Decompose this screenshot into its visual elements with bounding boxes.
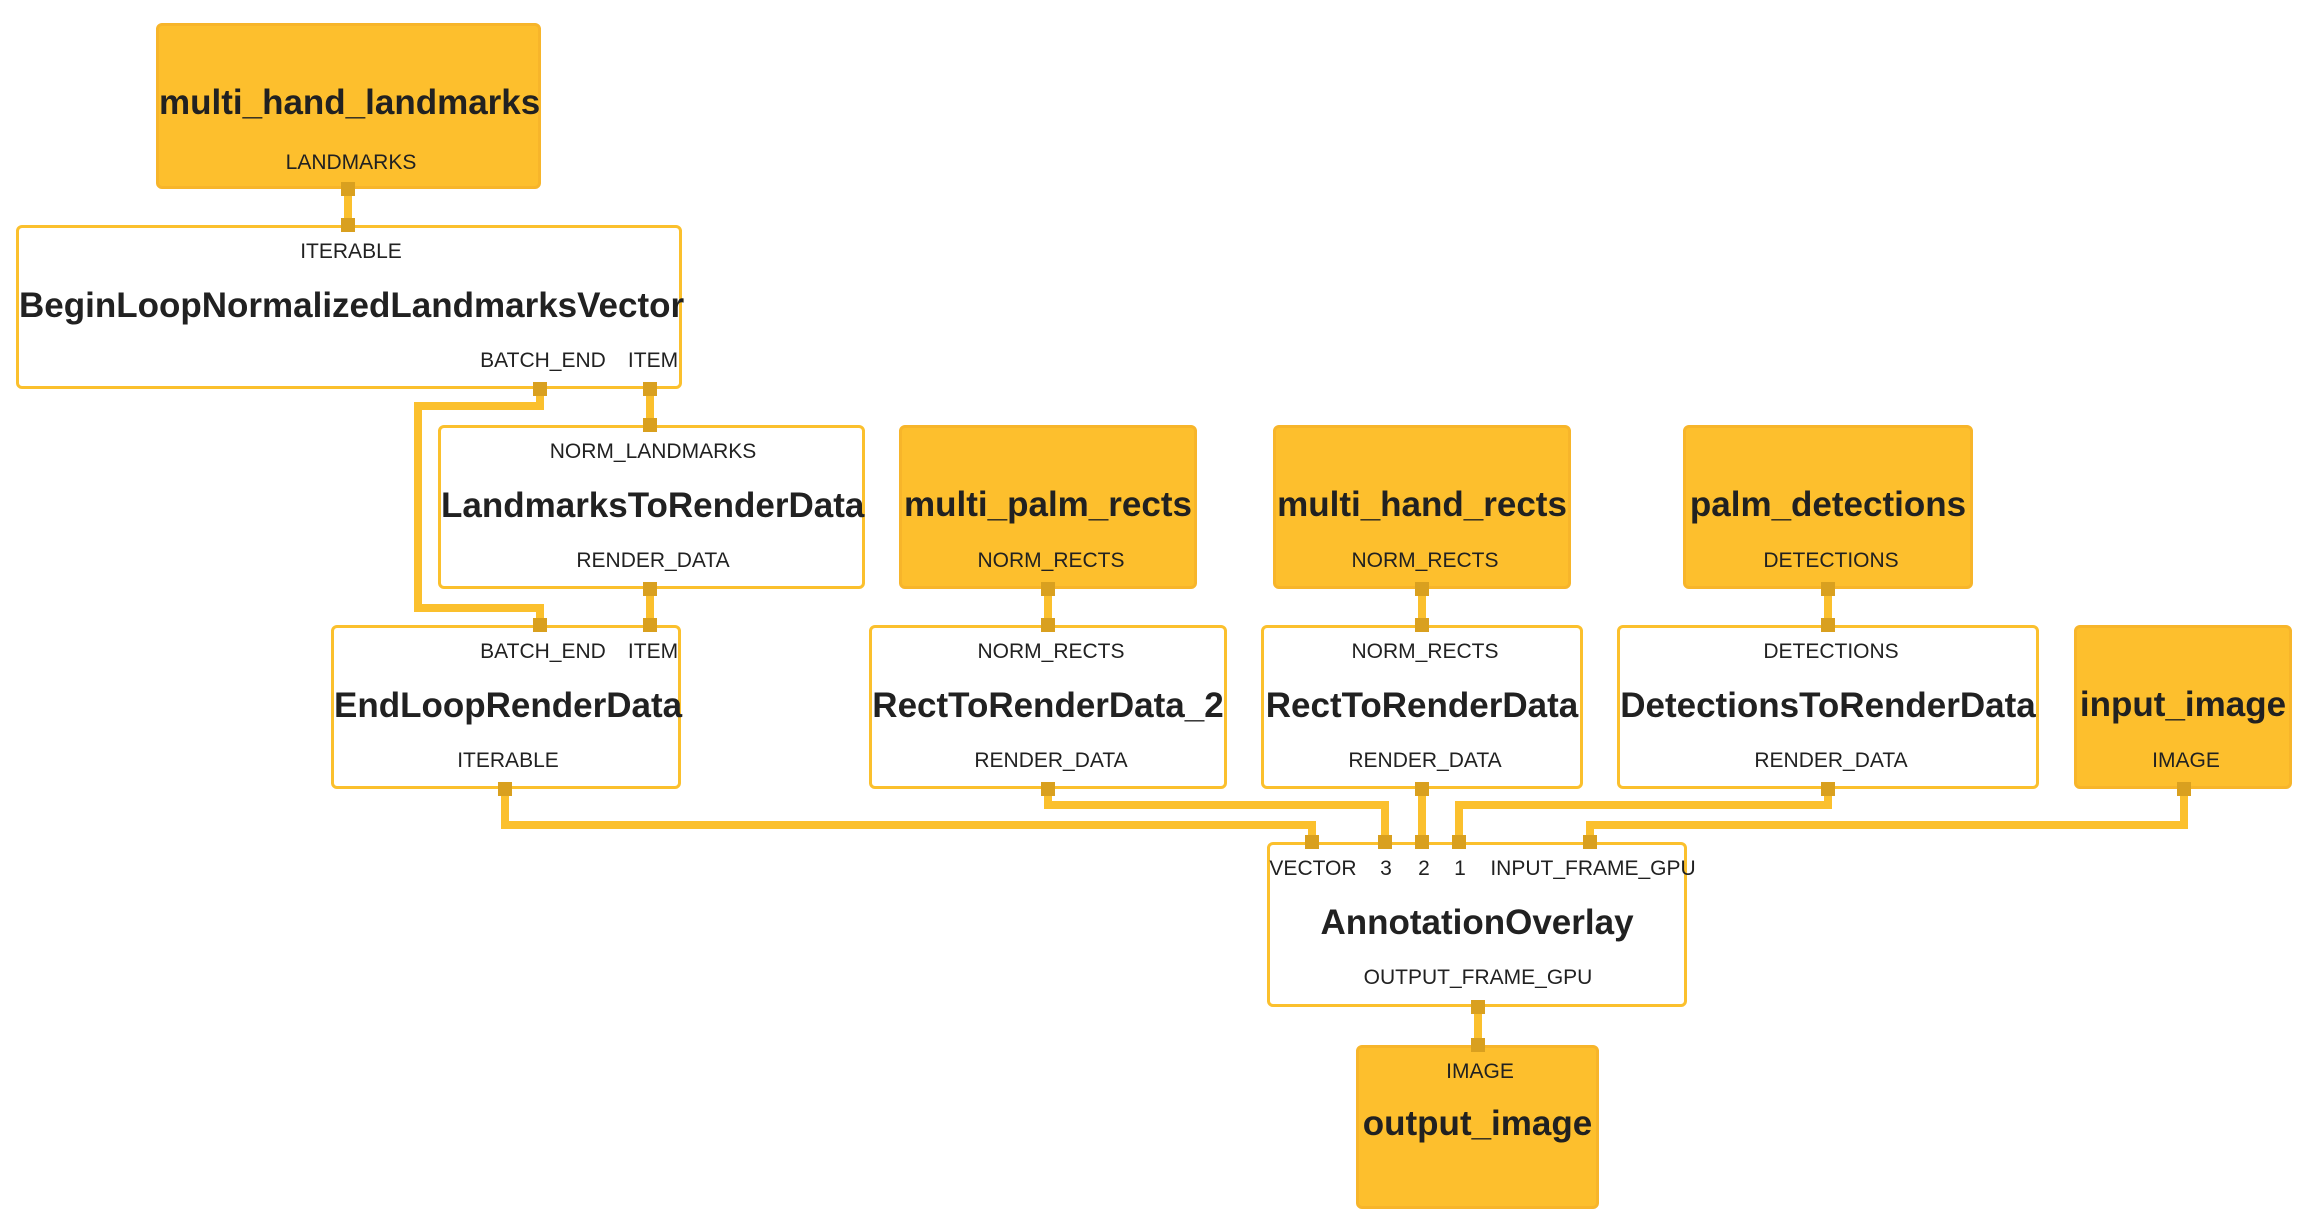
- node-title: BeginLoopNormalizedLandmarksVector: [19, 286, 685, 325]
- port-marker: [1305, 835, 1319, 849]
- node-title: output_image: [1362, 1104, 1593, 1143]
- calculator-landmarks-to-render-data[interactable]: NORM_LANDMARKS LandmarksToRenderData REN…: [438, 425, 865, 589]
- port-marker: [1041, 582, 1055, 596]
- input-port-label: IMAGE: [1446, 1060, 1514, 1083]
- output-port-label: RENDER_DATA: [1348, 749, 1502, 772]
- output-port-label: DETECTIONS: [1763, 549, 1899, 572]
- port-marker: [533, 618, 547, 632]
- port-marker: [1821, 782, 1835, 796]
- input-port-label: INPUT_FRAME_GPU: [1490, 857, 1696, 880]
- port-marker: [341, 182, 355, 196]
- output-port-label: RENDER_DATA: [974, 749, 1128, 772]
- node-title: palm_detections: [1689, 485, 1967, 524]
- input-port-label: NORM_LANDMARKS: [549, 440, 757, 463]
- port-marker: [1471, 1000, 1485, 1014]
- port-marker: [1415, 835, 1429, 849]
- input-port-label: BATCH_END: [480, 640, 606, 663]
- input-port-label: ITEM: [627, 640, 679, 663]
- input-port-label: 3: [1380, 857, 1392, 880]
- calculator-end-loop-render-data[interactable]: BATCH_END ITEM EndLoopRenderData ITERABL…: [331, 625, 683, 789]
- port-marker: [1415, 582, 1429, 596]
- edge-image-to-frame: [1586, 789, 2188, 842]
- port-marker: [533, 382, 547, 396]
- stream-multi-hand-rects[interactable]: multi_hand_rects NORM_RECTS: [1273, 425, 1571, 589]
- output-port-label: LANDMARKS: [285, 151, 417, 174]
- output-port-label: BATCH_END: [480, 349, 606, 372]
- port-marker: [643, 382, 657, 396]
- node-title: AnnotationOverlay: [1320, 903, 1634, 942]
- port-marker: [1415, 618, 1429, 632]
- edge-iterable-to-vector: [501, 789, 1316, 842]
- edge-detections-to-1: [1455, 789, 1832, 842]
- port-marker: [341, 218, 355, 232]
- port-marker: [1415, 782, 1429, 796]
- output-port-label: OUTPUT_FRAME_GPU: [1363, 966, 1593, 989]
- stream-palm-detections[interactable]: palm_detections DETECTIONS: [1683, 425, 1973, 589]
- stream-output-image[interactable]: IMAGE output_image: [1356, 1045, 1599, 1209]
- input-port-label: DETECTIONS: [1763, 640, 1899, 663]
- edge-batch-end: [414, 389, 544, 625]
- port-marker: [1821, 618, 1835, 632]
- output-port-label: RENDER_DATA: [576, 549, 730, 572]
- output-port-label: RENDER_DATA: [1754, 749, 1908, 772]
- port-marker: [1821, 582, 1835, 596]
- port-marker: [643, 582, 657, 596]
- stream-input-image[interactable]: input_image IMAGE: [2074, 625, 2292, 789]
- output-port-label: NORM_RECTS: [1351, 549, 1499, 572]
- output-port-label: ITERABLE: [457, 749, 559, 772]
- port-marker: [643, 618, 657, 632]
- calculator-annotation-overlay[interactable]: VECTOR 3 2 1 INPUT_FRAME_GPU AnnotationO…: [1267, 842, 1696, 1007]
- input-port-label: NORM_RECTS: [977, 640, 1125, 663]
- port-marker: [1452, 835, 1466, 849]
- stream-multi-palm-rects[interactable]: multi_palm_rects NORM_RECTS: [899, 425, 1197, 589]
- calculator-begin-loop[interactable]: ITERABLE BeginLoopNormalizedLandmarksVec…: [16, 225, 685, 389]
- output-port-label: IMAGE: [2152, 749, 2220, 772]
- port-marker: [643, 418, 657, 432]
- input-port-label: 1: [1454, 857, 1466, 880]
- output-port-label: ITEM: [627, 349, 679, 372]
- calculator-detections-to-render-data[interactable]: DETECTIONS DetectionsToRenderData RENDER…: [1617, 625, 2039, 789]
- port-marker: [498, 782, 512, 796]
- port-marker: [1041, 618, 1055, 632]
- node-title: multi_palm_rects: [904, 485, 1192, 524]
- node-title: multi_hand_rects: [1277, 485, 1567, 524]
- calculator-rect-to-render-data-2[interactable]: NORM_RECTS RectToRenderData_2 RENDER_DAT…: [869, 625, 1227, 789]
- input-port-label: VECTOR: [1269, 857, 1357, 880]
- node-title: multi_hand_landmarks: [159, 83, 541, 122]
- input-port-label: 2: [1418, 857, 1430, 880]
- node-title: RectToRenderData: [1265, 686, 1579, 725]
- port-marker: [1041, 782, 1055, 796]
- input-port-label: ITERABLE: [300, 240, 402, 263]
- node-title: EndLoopRenderData: [334, 686, 683, 725]
- port-marker: [1378, 835, 1392, 849]
- port-marker: [2177, 782, 2191, 796]
- node-title: input_image: [2079, 685, 2287, 724]
- node-title: RectToRenderData_2: [872, 686, 1224, 725]
- port-marker: [1471, 1038, 1485, 1052]
- node-title: DetectionsToRenderData: [1620, 686, 2036, 725]
- port-marker: [1583, 835, 1597, 849]
- node-title: LandmarksToRenderData: [441, 486, 865, 525]
- output-port-label: NORM_RECTS: [977, 549, 1125, 572]
- stream-multi-hand-landmarks[interactable]: multi_hand_landmarks LANDMARKS: [156, 23, 541, 189]
- input-port-label: NORM_RECTS: [1351, 640, 1499, 663]
- calculator-rect-to-render-data[interactable]: NORM_RECTS RectToRenderData RENDER_DATA: [1261, 625, 1583, 789]
- edge-rect2-to-3: [1044, 789, 1389, 842]
